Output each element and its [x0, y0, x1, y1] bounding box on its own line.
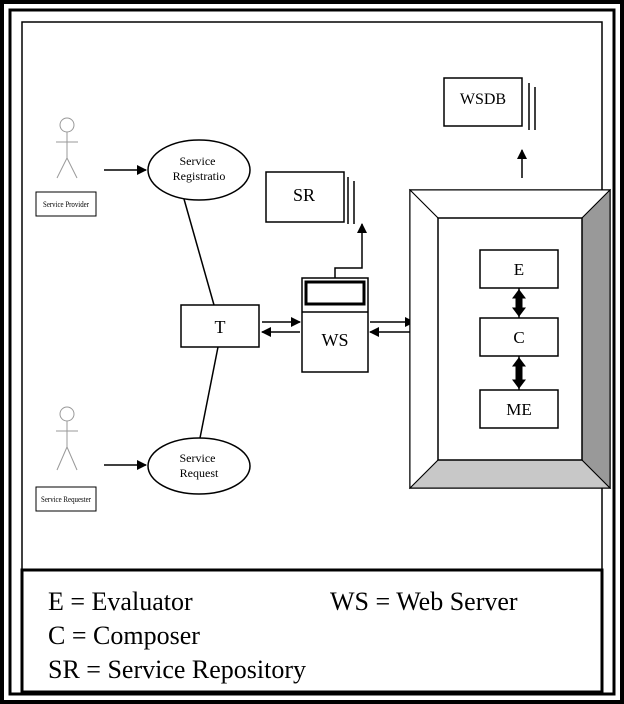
- legend-composer: C = Composer: [48, 621, 200, 650]
- wsdb-node: WSDB: [443, 77, 536, 130]
- stick-figure-icon: [56, 117, 78, 179]
- service-provider-label: Service Provider: [43, 200, 89, 209]
- web-server-screen: [304, 280, 366, 306]
- svg-text:Service Registratio: Service Registratio: [173, 154, 226, 183]
- registration-label-line1: Service: [180, 154, 216, 168]
- web-server-node: WS: [301, 277, 369, 373]
- service-registration-process: Service Registratio: [147, 139, 251, 201]
- legend-evaluator: E = Evaluator: [48, 587, 193, 616]
- stick-figure-icon: [56, 406, 78, 471]
- e-c-bidirectional-connector: [512, 288, 526, 318]
- legend: E = Evaluator WS = Web Server C = Compos…: [48, 587, 518, 684]
- ws-node-label: WS: [322, 330, 349, 350]
- service-requester-actor: Service Requester: [35, 406, 97, 512]
- inner-frame: [8, 8, 616, 696]
- me-node: ME: [479, 389, 559, 429]
- service-repository-node: SR: [265, 171, 355, 224]
- e-node-label: E: [514, 260, 524, 279]
- svg-text:Service Request: Service Request: [180, 451, 219, 480]
- me-node-label: ME: [506, 400, 532, 419]
- service-provider-actor: Service Provider: [35, 117, 97, 217]
- legend-repository: SR = Service Repository: [48, 655, 306, 684]
- request-label-line1: Service: [180, 451, 216, 465]
- service-requester-label: Service Requester: [41, 495, 91, 504]
- c-node-label: C: [513, 328, 524, 347]
- c-me-bidirectional-connector: [512, 356, 526, 390]
- ws-to-sr-arrow: [334, 223, 367, 278]
- legend-web-server: WS = Web Server: [330, 587, 518, 616]
- request-label-line2: Request: [180, 466, 219, 480]
- sr-node-label: SR: [293, 185, 315, 205]
- legend-frame: [20, 568, 604, 694]
- composer-node: C: [479, 317, 559, 357]
- evaluator-node: E: [479, 249, 559, 289]
- service-request-process: Service Request: [147, 437, 251, 495]
- t-node-label: T: [215, 317, 226, 337]
- request-to-t-connector: [199, 346, 219, 439]
- t-node: T: [180, 304, 260, 348]
- wsdb-node-label: WSDB: [460, 91, 506, 108]
- registration-to-t-connector: [183, 198, 215, 306]
- registration-label-line2: Registratio: [173, 169, 226, 183]
